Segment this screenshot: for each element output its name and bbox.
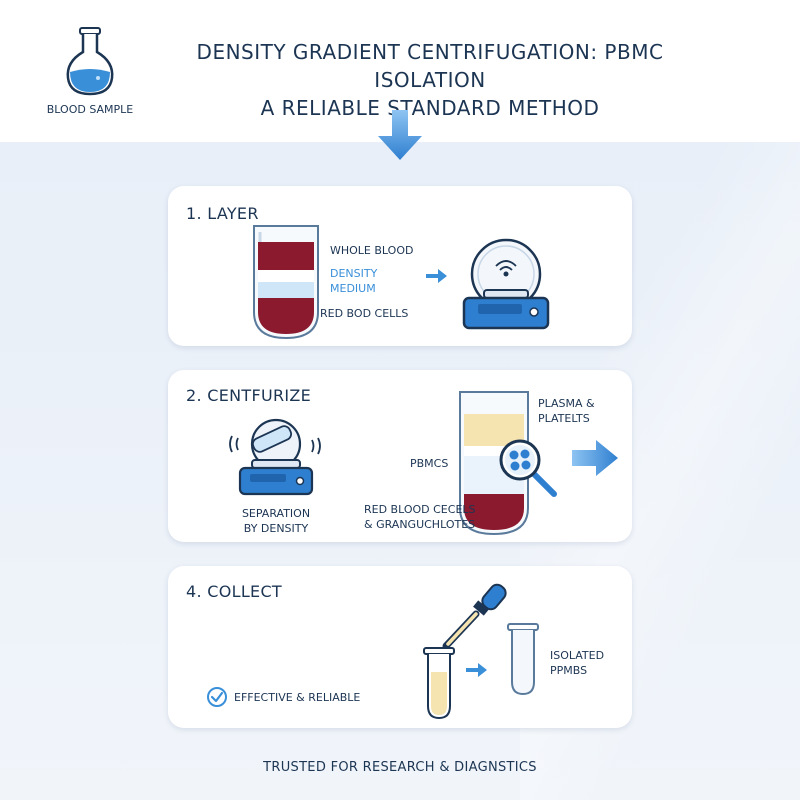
whole-blood-label: WHOLE BLOOD [330, 244, 414, 257]
title-line-1: DENSITY GRADIENT CENTRIFUGATION: PBMC IS… [196, 40, 664, 92]
spinning-centrifuge-icon [229, 418, 321, 496]
rbc-line-2: & GRANGUCHLOTES [364, 518, 476, 531]
step-title: 1. LAYER [186, 204, 259, 223]
step-title: 4. COLLECT [186, 582, 282, 601]
flask-icon [66, 27, 114, 96]
step-card-collect: 4. COLLECT EFFECTIVE & RELIABLE ISOLATED… [168, 566, 632, 728]
density-medium-label: DENSITY MEDIUM [330, 266, 377, 296]
next-step-arrow-icon [572, 440, 618, 476]
density-medium-line-1: DENSITY [330, 267, 378, 280]
right-arrow-icon [426, 269, 447, 283]
plasma-platelets-label: PLASMA & PLATELTS [538, 396, 595, 426]
isolated-line-2: PPMBS [550, 664, 588, 677]
step-card-centrifuge: 2. CENTFURIZE SEPARATION BY DENSITY PLAS… [168, 370, 632, 542]
down-arrow-icon [378, 110, 422, 160]
red-blood-cells-granulocytes-label: RED BLOOD CECELS & GRANGUCHLOTES [364, 502, 476, 532]
step-card-layer: 1. LAYER WHOLE BLOOD DENSITY MEDIUM RED … [168, 186, 632, 346]
rbc-line-1: RED BLOOD CECELS [364, 503, 476, 516]
page-title: DENSITY GRADIENT CENTRIFUGATION: PBMC IS… [150, 38, 710, 122]
red-blood-cells-label: RED BOD CELLS [320, 307, 409, 320]
plasma-line-2: PLATELTS [538, 412, 590, 425]
centrifuge-icon [462, 238, 550, 330]
effective-reliable-label: EFFECTIVE & RELIABLE [234, 691, 361, 704]
separation-line-1: SEPARATION [241, 507, 311, 520]
layered-tube-icon [253, 225, 319, 340]
blood-sample-label: BLOOD SAMPLE [46, 103, 134, 116]
isolated-pbmcs-label: ISOLATED PPMBS [550, 648, 604, 678]
title-line-2: A RELIABLE STANDARD METHOD [260, 96, 600, 120]
separation-label: SEPARATION BY DENSITY [230, 506, 322, 536]
plasma-line-1: PLASMA & [538, 397, 595, 410]
step-title: 2. CENTFURIZE [186, 386, 312, 405]
isolated-line-1: ISOLATED [550, 649, 605, 662]
isolated-tube-icon [507, 623, 539, 696]
footer-tagline: TRUSTED FOR RESEARCH & DIAGNSTICS [263, 760, 537, 775]
pbmcs-label: PBMCS [410, 457, 449, 470]
check-circle-icon [207, 687, 227, 707]
density-medium-line-2: MEDIUM [330, 282, 376, 295]
collection-tube-icon [423, 647, 455, 720]
transfer-arrow-icon [466, 663, 487, 677]
magnifier-icon [499, 439, 557, 497]
separation-line-2: BY DENSITY [243, 522, 309, 535]
